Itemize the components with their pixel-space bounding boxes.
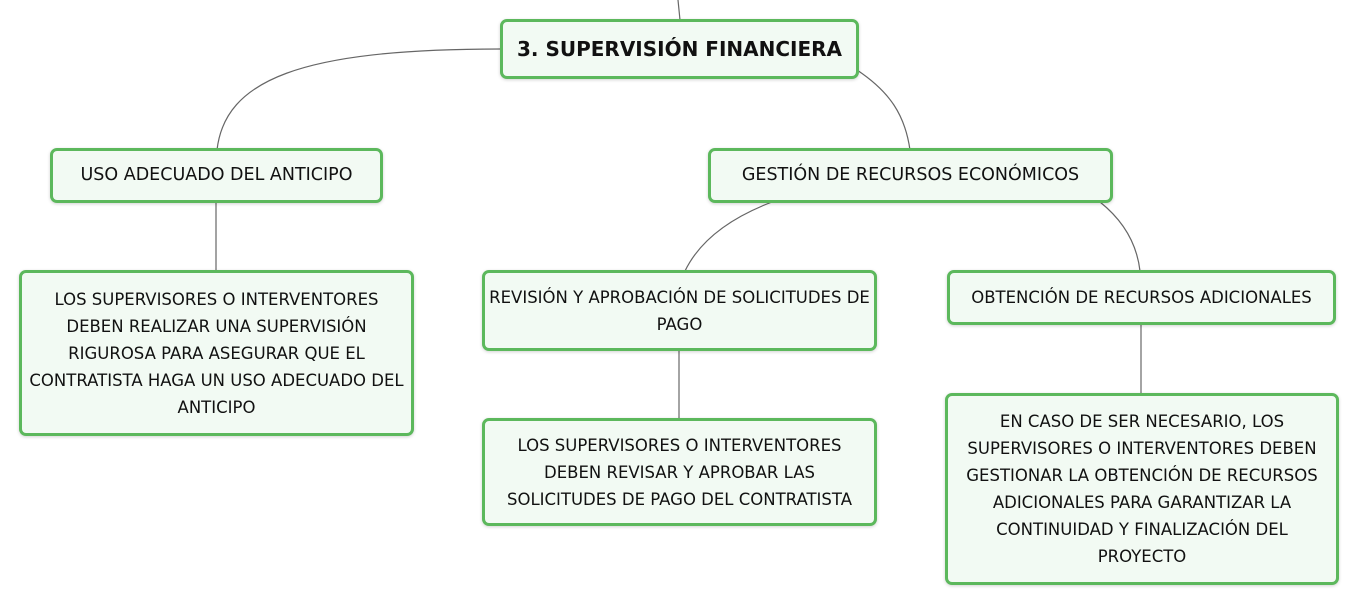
topic-uso-adecuado-anticipo[interactable]: USO ADECUADO DEL ANTICIPO	[50, 148, 383, 203]
topic-gestion-recursos-economicos[interactable]: GESTIÓN DE RECURSOS ECONÓMICOS	[708, 148, 1113, 203]
connector-root-to-anticipo	[216, 48, 501, 151]
connector-gestion-to-obtencion	[1099, 201, 1141, 272]
root-topic[interactable]: 3. SUPERVISIÓN FINANCIERA	[500, 19, 859, 79]
detail-obtencion-text: EN CASO DE SER NECESARIO, LOS SUPERVISOR…	[966, 412, 1318, 566]
topic-uso-adecuado-anticipo-label: USO ADECUADO DEL ANTICIPO	[80, 165, 353, 185]
topic-obtencion-recursos[interactable]: OBTENCIÓN DE RECURSOS ADICIONALES	[947, 270, 1336, 325]
connector-parent-to-root	[677, 0, 681, 21]
topic-gestion-recursos-label: GESTIÓN DE RECURSOS ECONÓMICOS	[741, 165, 1080, 185]
detail-revision-text: LOS SUPERVISORES O INTERVENTORES DEBEN R…	[506, 435, 852, 509]
detail-anticipo[interactable]: LOS SUPERVISORES O INTERVENTORES DEBEN R…	[19, 270, 414, 436]
detail-revision[interactable]: LOS SUPERVISORES O INTERVENTORES DEBEN R…	[482, 418, 877, 526]
detail-anticipo-text: LOS SUPERVISORES O INTERVENTORES DEBEN R…	[29, 289, 404, 417]
topic-revision-aprobacion[interactable]: REVISIÓN Y APROBACIÓN DE SOLICITUDES DE …	[482, 270, 877, 351]
topic-obtencion-recursos-label: OBTENCIÓN DE RECURSOS ADICIONALES	[971, 288, 1312, 307]
connector-gestion-to-revision	[684, 201, 773, 272]
topic-revision-aprobacion-label: REVISIÓN Y APROBACIÓN DE SOLICITUDES DE …	[489, 287, 870, 334]
detail-obtencion[interactable]: EN CASO DE SER NECESARIO, LOS SUPERVISOR…	[945, 393, 1339, 585]
connector-root-to-gestion	[856, 69, 911, 151]
root-topic-label: 3. SUPERVISIÓN FINANCIERA	[516, 36, 843, 61]
